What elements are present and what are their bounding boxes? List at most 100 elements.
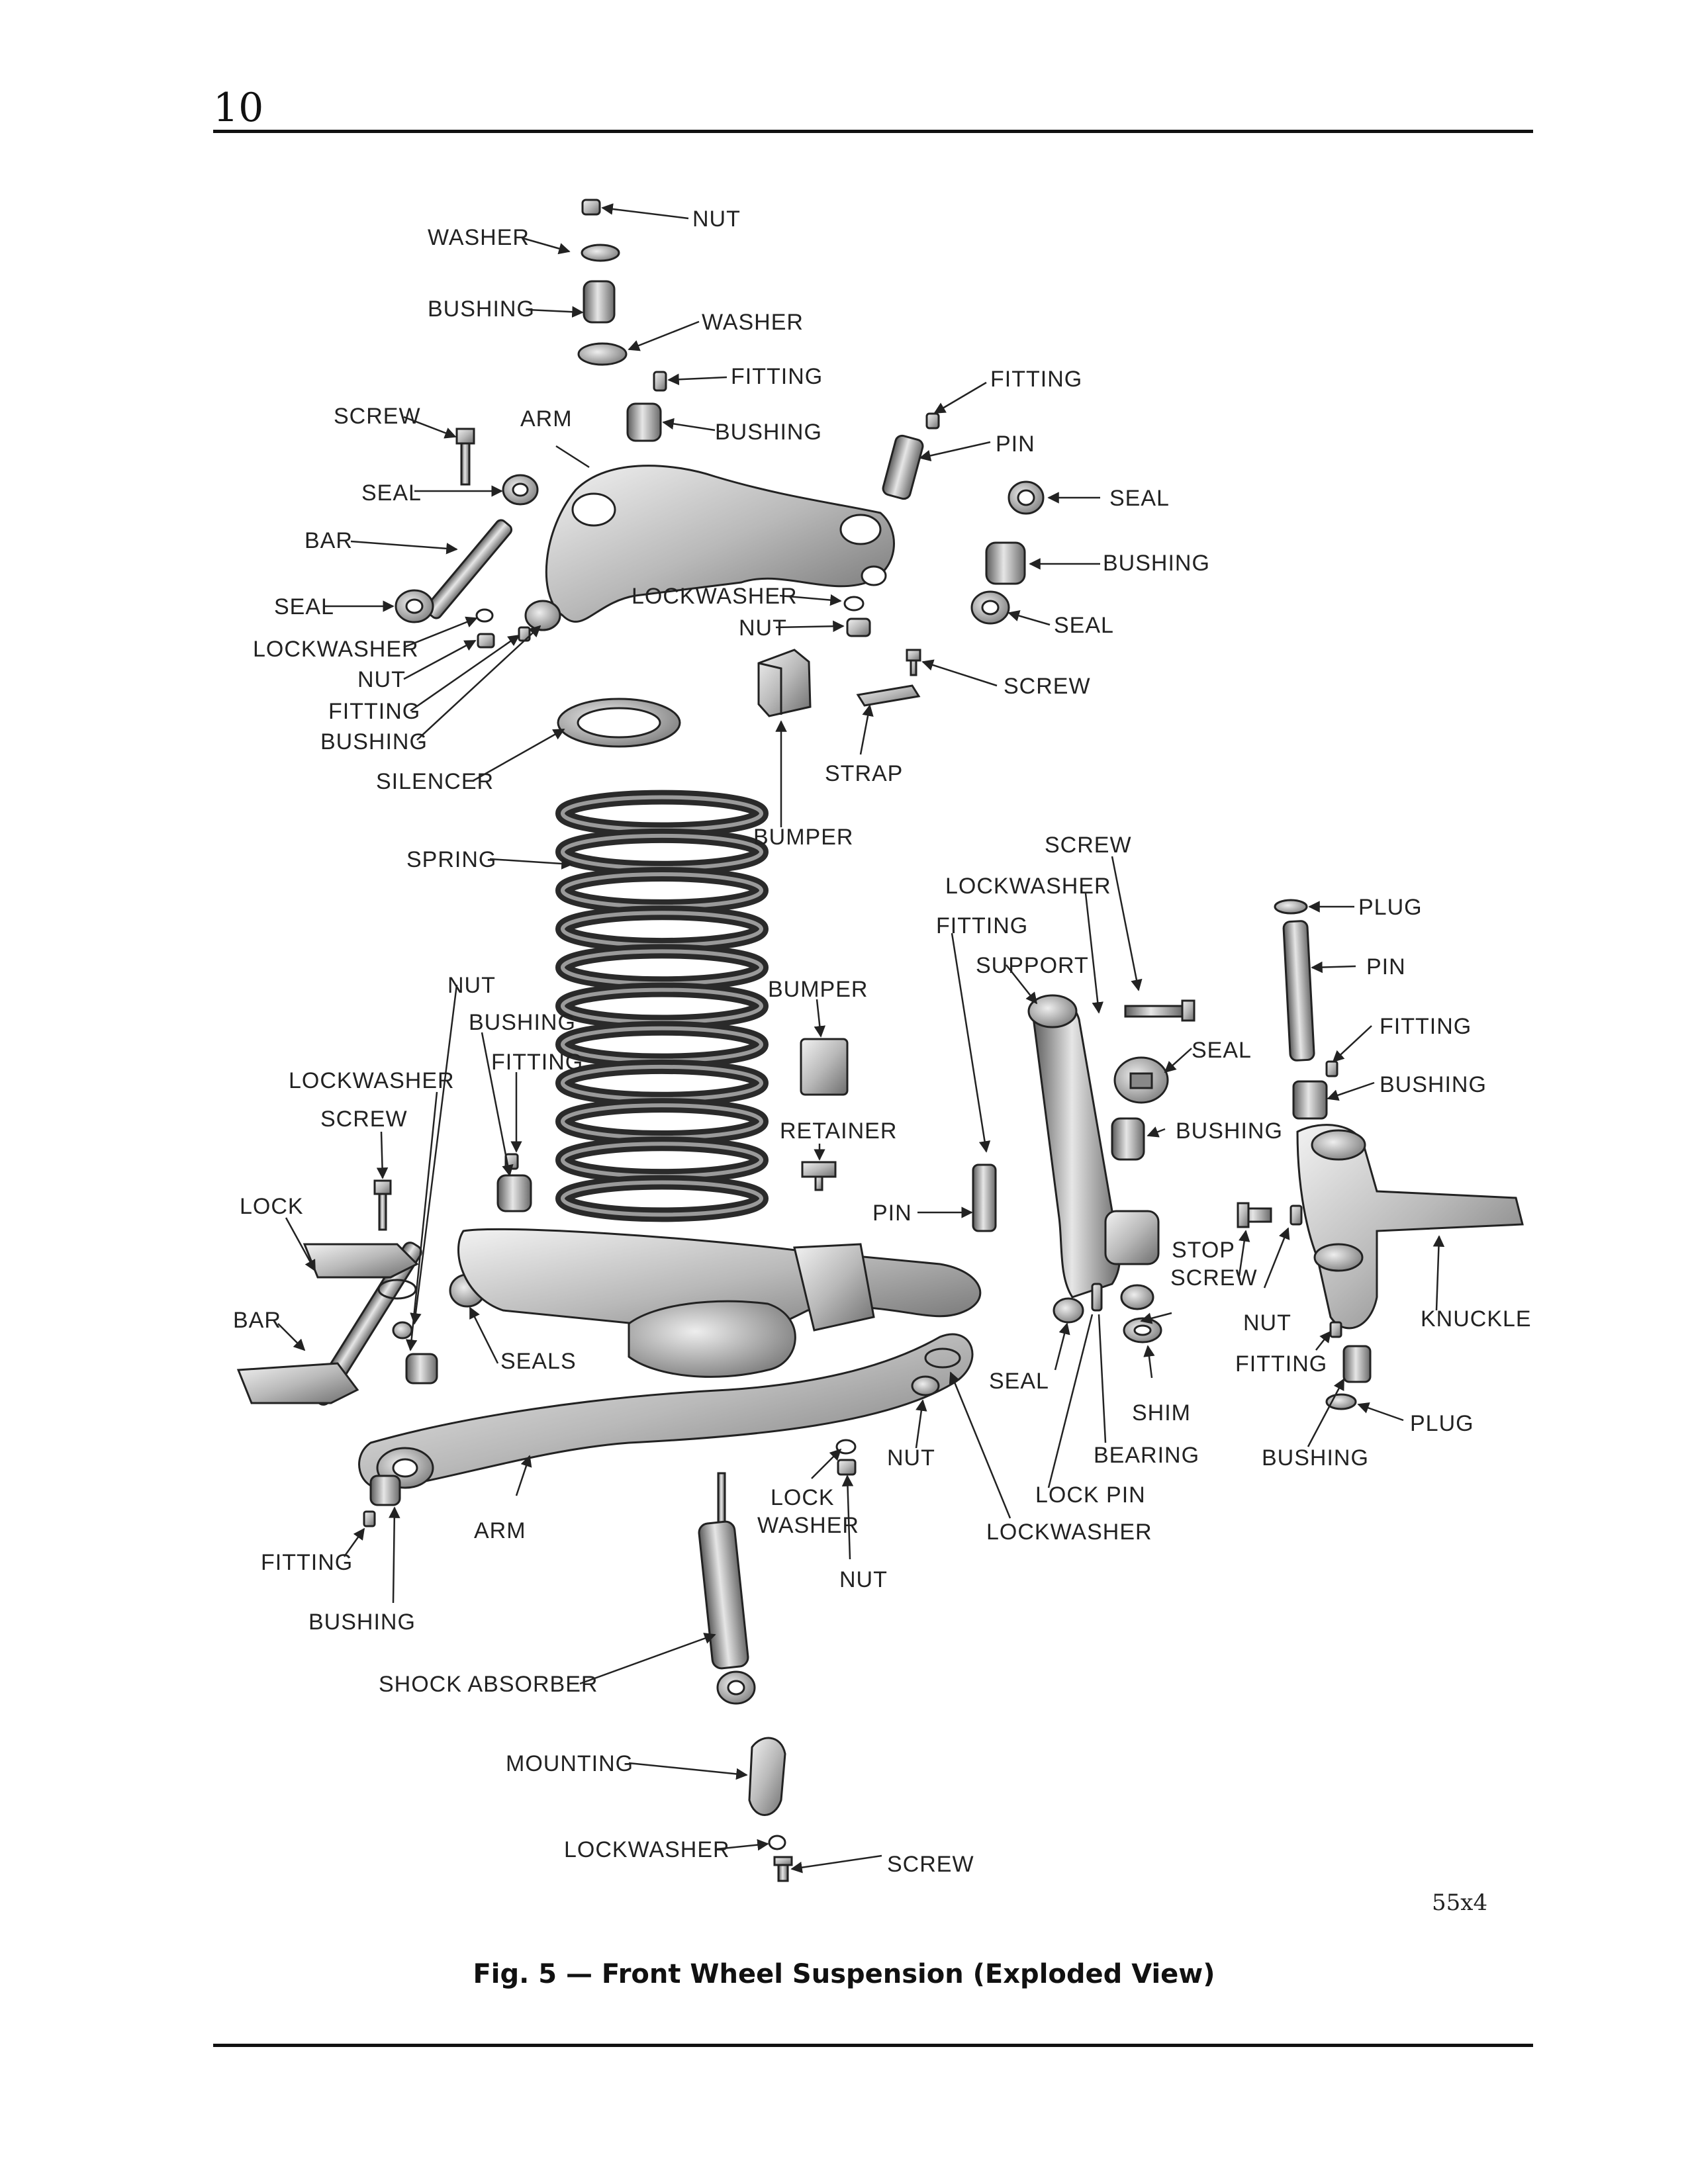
label-nut-knuckle: NUT	[1243, 1310, 1291, 1336]
label-seal-right2: SEAL	[1054, 613, 1114, 638]
fitting-arm-part	[363, 1510, 376, 1527]
label-fitting-a: FITTING	[731, 364, 823, 389]
seal-right1-part	[1008, 480, 1045, 515]
label-bar-lower: BAR	[233, 1308, 281, 1333]
label-seal-lower: SEAL	[989, 1369, 1049, 1394]
label-lockwasher-pin: LOCKWASHER	[986, 1520, 1152, 1545]
label-nut-bottom: NUT	[839, 1567, 888, 1592]
label-silencer: SILENCER	[376, 769, 494, 794]
label-washer-2: WASHER	[702, 310, 804, 335]
label-seal-left2: SEAL	[274, 594, 334, 619]
page-number: 10	[213, 85, 264, 131]
label-fitting-b: FITTING	[990, 367, 1082, 392]
label-fitting-arm: FITTING	[261, 1550, 353, 1575]
screw-support-part	[1124, 999, 1196, 1022]
label-screw-support: SCREW	[1045, 833, 1132, 858]
label-shock-absorber: SHOCK ABSORBER	[379, 1672, 598, 1697]
support-part	[1027, 994, 1160, 1324]
shock-absorber-part	[698, 1472, 756, 1705]
label-shim: SHIM	[1132, 1400, 1191, 1426]
bushing-right-part	[985, 541, 1026, 585]
lockwasher-left-part	[475, 608, 494, 623]
label-stop: STOP	[1172, 1238, 1235, 1263]
nut-bottom-part	[837, 1459, 857, 1476]
seal-support-part	[1113, 1056, 1169, 1104]
label-washer-top: WASHER	[428, 225, 530, 250]
screw-upper-part	[455, 428, 475, 486]
seal-left2-part	[395, 589, 434, 623]
fitting-left-part	[518, 626, 531, 642]
label-screw-upper: SCREW	[334, 404, 421, 429]
lock-washer-part	[835, 1439, 857, 1455]
label-lockwasher-left: LOCKWASHER	[253, 637, 419, 662]
pin-upper-part	[882, 434, 924, 500]
pin-lower-part	[972, 1163, 997, 1232]
bushing-arm-part	[626, 402, 662, 442]
screw-lower-part	[373, 1179, 392, 1231]
label-fitting-knuckle: FITTING	[1235, 1351, 1327, 1377]
label-bushing-arm-lower: BUSHING	[308, 1610, 416, 1635]
label-seal-right1: SEAL	[1109, 486, 1170, 511]
bumper-lower-part	[800, 1038, 849, 1096]
fitting-king-part	[1325, 1060, 1338, 1077]
bar-upper-part	[424, 519, 513, 619]
label-bearing: BEARING	[1094, 1443, 1199, 1468]
label-fitting-support: FITTING	[936, 913, 1028, 938]
part-labels: NUT WASHER BUSHING WASHER FITTING BUSHIN…	[233, 206, 1531, 1877]
bumper-upper-part	[757, 649, 812, 717]
label-mounting: MOUNTING	[506, 1751, 633, 1776]
label-pin-lower: PIN	[872, 1201, 912, 1226]
label-spring: SPRING	[406, 847, 496, 872]
fitting-knuckle-part	[1329, 1321, 1342, 1338]
label-lockwasher-mid: LOCKWASHER	[632, 584, 798, 609]
label-plug-bottom: PLUG	[1410, 1411, 1474, 1436]
lower-arm-part	[358, 1228, 982, 1490]
label-screw-lower: SCREW	[320, 1107, 408, 1132]
label-support: SUPPORT	[976, 953, 1089, 978]
nut-top-part	[581, 199, 601, 216]
nut-knuckle-part	[1289, 1205, 1303, 1226]
label-bushing-top: BUSHING	[428, 296, 535, 322]
bushing-support-part	[1111, 1117, 1145, 1161]
label-screw-mid: SCREW	[1004, 674, 1091, 699]
label-arm-lower: ARM	[474, 1518, 526, 1543]
lockwasher-mid-part	[843, 596, 865, 612]
seal-right2-part	[970, 590, 1010, 625]
seals-part	[392, 1273, 486, 1385]
nut-shock-part	[911, 1375, 940, 1396]
seal-bushing-part	[1120, 1284, 1154, 1310]
figure-caption: Fig. 5 — Front Wheel Suspension (Explode…	[473, 1959, 1215, 1989]
label-screw-bottom: SCREW	[887, 1852, 974, 1877]
label-stop-screw: SCREW	[1170, 1265, 1258, 1291]
lock-pin-part	[1091, 1283, 1103, 1312]
screw-mid-part	[906, 649, 921, 676]
lockwasher-pin-part	[924, 1347, 961, 1369]
label-strap: STRAP	[825, 761, 903, 786]
retainer-part	[801, 1161, 837, 1191]
shim-part	[1123, 1317, 1162, 1343]
label-bushing-king: BUSHING	[1380, 1072, 1487, 1097]
label-pin-king: PIN	[1366, 954, 1406, 979]
label-lockwasher-bottom: LOCKWASHER	[564, 1837, 730, 1862]
label-bar-upper: BAR	[305, 528, 353, 553]
label-nut-shock: NUT	[887, 1445, 935, 1471]
label-retainer: RETAINER	[780, 1118, 897, 1144]
coil-spring-part	[555, 790, 769, 1222]
label-nut-top: NUT	[692, 206, 741, 232]
label-lock-pin: LOCK PIN	[1035, 1482, 1146, 1508]
label-fitting-left: FITTING	[328, 699, 420, 724]
label-lockwasher-lower: LOCKWASHER	[289, 1068, 455, 1093]
leader-lines	[277, 203, 1445, 1874]
label-seal-left: SEAL	[361, 480, 422, 506]
label-nut-left: NUT	[357, 667, 406, 692]
label-seals: SEALS	[500, 1349, 577, 1374]
label-lock: LOCK	[240, 1194, 304, 1219]
king-pin-part	[1282, 920, 1315, 1062]
washer-top-part	[581, 244, 620, 262]
mounting-part	[748, 1737, 786, 1816]
label-bushing-support: BUSHING	[1176, 1118, 1283, 1144]
lockwasher-bottom-part	[768, 1835, 786, 1850]
label-bushing-lower: BUSHING	[469, 1010, 576, 1035]
label-fitting-king: FITTING	[1380, 1014, 1472, 1039]
